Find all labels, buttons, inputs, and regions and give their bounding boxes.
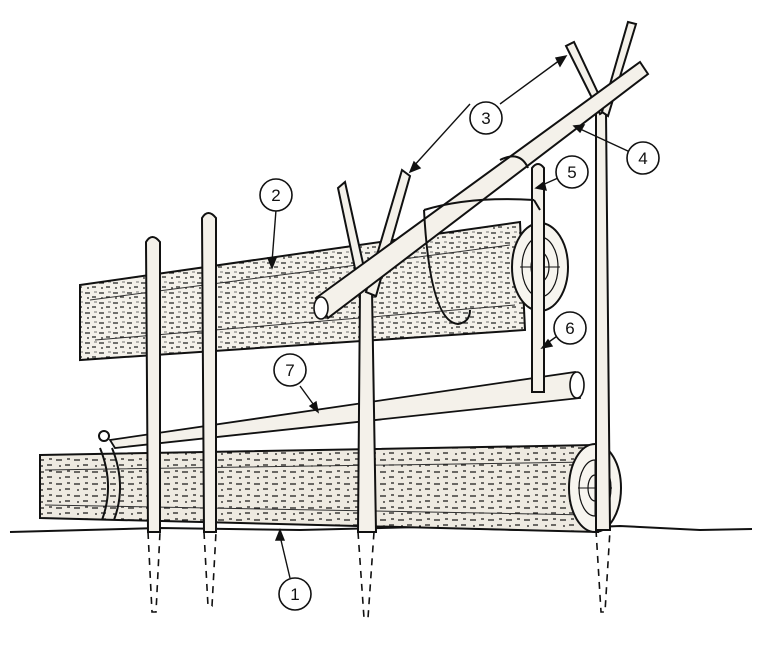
callout-2: 2 — [259, 178, 293, 212]
callout-3-label: 3 — [481, 109, 490, 128]
left-lashing — [98, 430, 122, 521]
callout-5-label: 5 — [567, 163, 576, 182]
callout-5: 5 — [555, 155, 589, 189]
callout-1: 1 — [278, 577, 312, 611]
cord-loop — [423, 155, 541, 326]
stakes — [144, 163, 545, 533]
callout-2-label: 2 — [271, 186, 280, 205]
right-upright — [564, 20, 638, 531]
callout-6-label: 6 — [565, 319, 574, 338]
trigger-pole — [108, 370, 585, 449]
callout-6: 6 — [553, 311, 587, 345]
diagonal-lever — [313, 60, 650, 320]
leader-lines — [266, 55, 631, 579]
bottom-log — [39, 443, 622, 534]
callout-1-label: 1 — [290, 585, 299, 604]
callout-4: 4 — [626, 141, 660, 175]
callout-4-label: 4 — [638, 149, 647, 168]
callout-3: 3 — [469, 101, 503, 135]
buried-stake-ends — [147, 529, 611, 619]
callout-7: 7 — [273, 353, 307, 387]
callout-7-label: 7 — [285, 361, 294, 380]
